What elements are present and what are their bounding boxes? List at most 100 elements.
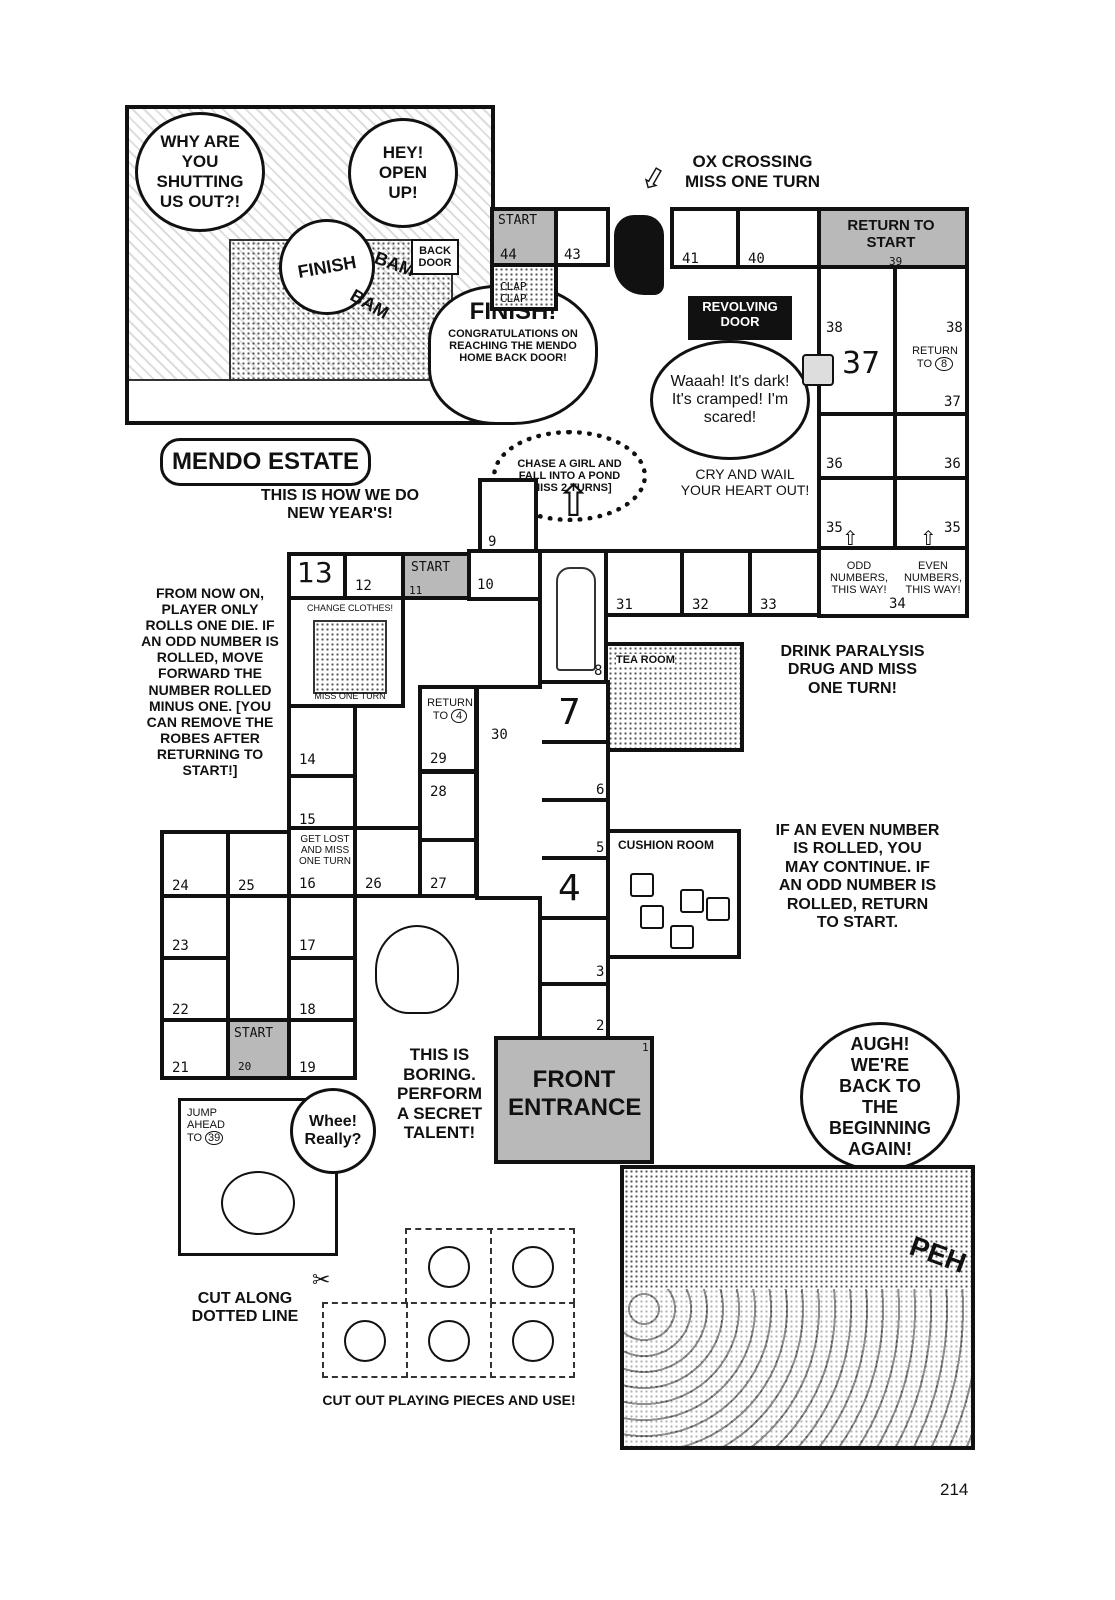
clap-strip: CLAP CLAP: [490, 263, 558, 311]
square-6: 6: [538, 740, 610, 802]
rule-note: FROM NOW ON, PLAYER ONLY ROLLS ONE DIE. …: [141, 585, 279, 779]
square-33: 33: [748, 549, 821, 617]
mendo-estate-subtitle: THIS IS HOW WE DO NEW YEAR'S!: [260, 487, 420, 523]
speech-bubble-dark: Waaah! It's dark! It's cramped! I'm scar…: [650, 340, 810, 460]
back-door-sign: BACK DOOR: [411, 239, 459, 276]
square-20: START 20: [226, 1018, 291, 1080]
square-18: 18: [287, 956, 357, 1022]
square-14: 14: [287, 704, 357, 778]
down-arrow-icon: ⇩: [633, 158, 673, 202]
die-icon: [640, 905, 664, 929]
square-31: 31: [604, 549, 684, 617]
return-to-8: RETURN TO 8: [912, 345, 958, 372]
square-24: 24: [160, 830, 230, 898]
piece-divider: [406, 1302, 408, 1378]
square-30: 30: [475, 685, 542, 900]
column-right-block: [893, 265, 969, 550]
square-37b: 37: [944, 394, 961, 410]
square-12: 12: [343, 552, 405, 600]
character-face-icon[interactable]: [512, 1246, 554, 1288]
cut-out-caption: CUT OUT PLAYING PIECES AND USE!: [322, 1392, 576, 1408]
square-2: 2: [538, 982, 610, 1040]
speech-bubble-hey: HEY! OPEN UP!: [348, 118, 458, 228]
character-face-icon[interactable]: [428, 1246, 470, 1288]
square-19: 19: [287, 1018, 357, 1080]
front-entrance-label: FRONT ENTRANCE: [508, 1066, 642, 1121]
cat-illustration: [221, 1171, 295, 1235]
square-41: 41: [670, 207, 740, 269]
piece-divider: [490, 1302, 492, 1378]
cushion-room-caption: IF AN EVEN NUMBER IS ROLLED, YOU MAY CON…: [775, 822, 940, 931]
square-40: 40: [736, 207, 821, 269]
change-clothes-label: CHANGE CLOTHES!: [306, 603, 393, 613]
square-25: 25: [226, 830, 291, 898]
square-35b: 35: [944, 520, 961, 536]
square-16: GET LOST AND MISS ONE TURN 16: [287, 826, 357, 898]
cushion-room-panel: CUSHION ROOM: [606, 829, 741, 959]
return-to-4: RETURN TO 4: [427, 697, 473, 724]
square-28: 28: [418, 770, 478, 842]
scissors-icon: ✂: [312, 1268, 331, 1293]
square-change-clothes: CHANGE CLOTHES! MISS ONE TURN: [287, 596, 405, 708]
square-10: 10: [467, 549, 542, 601]
character-face-icon[interactable]: [344, 1320, 386, 1362]
square-35a: 35: [826, 520, 843, 536]
odd-label: ODD NUMBERS, THIS WAY!: [829, 560, 889, 597]
even-up-arrow-icon: ⇧: [920, 526, 937, 550]
die-icon: [680, 889, 704, 913]
square-34: ODD NUMBERS, THIS WAY! 34 EVEN NUMBERS, …: [817, 546, 969, 618]
die-icon: [706, 897, 730, 921]
ox-illustration: [614, 215, 664, 295]
boring-caption: THIS IS BORING. PERFORM A SECRET TALENT!: [396, 1045, 483, 1143]
finish-text: CONGRATULATIONS ON REACHING THE MENDO HO…: [448, 327, 578, 364]
square-26: 26: [353, 826, 422, 898]
tea-room-caption: DRINK PARALYSIS DRUG AND MISS ONE TURN!: [780, 643, 925, 697]
die-icon: [630, 873, 654, 897]
square-13: 13: [287, 552, 347, 600]
square-36b: 36: [944, 456, 961, 472]
square-39-return-to-start: RETURN TO START 39: [817, 207, 969, 269]
column-left-block: [817, 265, 897, 550]
die-icon: [670, 925, 694, 949]
revolving-door-sign: REVOLVING DOOR: [688, 296, 792, 340]
get-lost-label: GET LOST AND MISS ONE TURN: [298, 834, 352, 867]
tea-room-panel: TEA ROOM: [604, 642, 744, 752]
up-arrow-icon: ⇧: [555, 476, 592, 527]
even-label: EVEN NUMBERS, THIS WAY!: [903, 560, 963, 597]
phone-icon: [802, 354, 834, 386]
divider-1: [817, 412, 969, 416]
mendo-estate-title: MENDO ESTATE: [160, 438, 371, 486]
square-37a: 37: [800, 346, 895, 392]
square-43: 43: [554, 207, 610, 267]
ghost-illustration: [375, 925, 459, 1014]
odd-up-arrow-icon: ⇧: [842, 526, 859, 550]
square-44: START 44: [490, 207, 558, 267]
square-17: 17: [287, 894, 357, 960]
square-4: 4: [538, 856, 610, 920]
cushion-room-label: CUSHION ROOM: [618, 838, 714, 852]
square-11: START 11: [401, 552, 471, 600]
stone-floor: [624, 1289, 971, 1446]
speech-bubble-augh: AUGH! WE'RE BACK TO THE BEGINNING AGAIN!: [800, 1022, 960, 1172]
divider-2: [817, 476, 969, 480]
square-23: 23: [160, 894, 230, 960]
robe-illustration: [313, 620, 387, 694]
square-9: 9: [478, 478, 538, 553]
girl-illustration: [556, 567, 596, 671]
square-27: 27: [418, 838, 478, 898]
square-22: 22: [160, 956, 230, 1022]
square-15: 15: [287, 774, 357, 830]
character-face-icon[interactable]: [428, 1320, 470, 1362]
miss-one-turn-label: MISS ONE TURN: [314, 691, 386, 701]
tea-room-label: TEA ROOM: [616, 654, 675, 667]
jump-label: JUMP AHEAD TO 39: [187, 1107, 225, 1146]
square-36a: 36: [826, 456, 843, 472]
ox-crossing-caption: OX CROSSING MISS ONE TURN: [684, 152, 821, 191]
speech-bubble-why: WHY ARE YOU SHUTTING US OUT?!: [135, 112, 265, 232]
square-7: 7: [538, 680, 610, 744]
square-5: 5: [538, 798, 610, 860]
square-3: 3: [538, 916, 610, 986]
square-21: 21: [160, 1018, 230, 1080]
character-face-icon[interactable]: [512, 1320, 554, 1362]
square-8: 8: [538, 549, 608, 684]
